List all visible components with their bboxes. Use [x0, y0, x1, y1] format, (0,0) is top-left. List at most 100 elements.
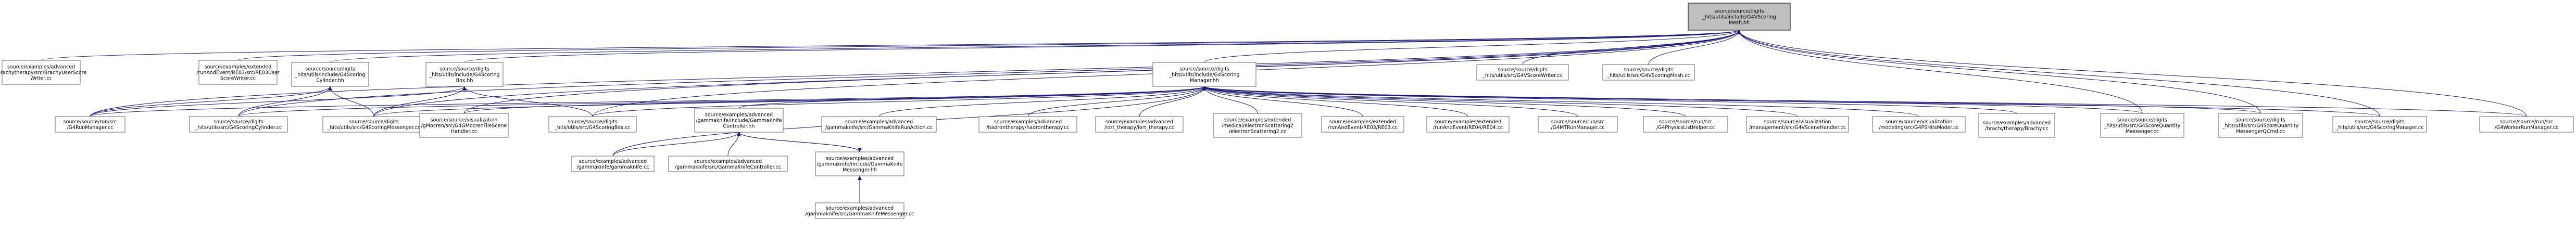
node-box — [1538, 116, 1618, 133]
node-n6[interactable]: source/source/digits_hits/utils/src/G4VS… — [1476, 64, 1569, 81]
node-label-line: /gammaknife/include/GammaKnife — [696, 118, 782, 124]
node-n23[interactable]: source/source/visualization/modeling/src… — [1872, 116, 1966, 133]
node-label-line: ScoreWriter.cc — [220, 76, 256, 82]
node-label-line: source/source/visualization — [1886, 119, 1953, 125]
edge-n25-to-root — [1737, 30, 2143, 114]
node-n27[interactable]: source/source/digits_hits/utils/src/G4Sc… — [2332, 116, 2427, 133]
node-label-line: source/source/digits — [349, 119, 399, 125]
node-label-line: source/source/visualization — [1764, 119, 1831, 125]
node-n18[interactable]: source/examples/extended/runAndEvent/RE0… — [1321, 116, 1404, 133]
node-n15[interactable]: source/examples/advanced/hadrontherapy/h… — [978, 116, 1077, 133]
node-label-line: /modeling/src/G4PSHitsModel.cc — [1879, 125, 1958, 131]
edge-n14-to-n5 — [878, 86, 1207, 117]
node-box — [1643, 116, 1728, 133]
node-root-file[interactable]: source/source/digits_hits/utils/include/… — [1688, 3, 1791, 31]
edge-n5-to-root — [1204, 30, 1741, 63]
node-label-line: /electronScattering2.cc — [1229, 129, 1286, 135]
node-label-line: source/examples/advanced — [7, 65, 75, 70]
node-label-line: /hadrontherapy/hadrontherapy.cc — [986, 125, 1069, 131]
node-box — [2100, 113, 2184, 138]
node-n12[interactable]: source/source/digits_hits/utils/src/G4Sc… — [548, 116, 637, 133]
node-label-line: source/source/digits — [568, 119, 618, 125]
node-label-line: _hits/utils/include/G4VScoring — [1702, 15, 1776, 20]
node-box — [815, 151, 904, 176]
edge-n16-to-n5 — [1139, 86, 1207, 117]
node-n9[interactable]: source/source/digits_hits/utils/src/G4Sc… — [189, 116, 288, 133]
node-label-line: _hits/utils/src/G4ScoreQuantity — [2104, 123, 2181, 129]
node-n22[interactable]: source/source/visualization/management/s… — [1746, 116, 1849, 133]
edge-n12-to-n4 — [462, 86, 593, 117]
node-n8[interactable]: source/source/run/src/G4RunManager.cc — [55, 116, 125, 133]
node-label-line: /brachytherapy/Brachy.cc — [1985, 126, 2048, 132]
node-box — [821, 116, 937, 133]
node-n19[interactable]: source/examples/extended/runAndEvent/RE0… — [1426, 116, 1510, 133]
node-label-line: /G4RunManager.cc — [67, 125, 113, 131]
node-label-line: Mesh.hh — [1729, 20, 1750, 26]
edge-n10-to-n5 — [373, 86, 1207, 117]
edge-n13-to-n5 — [738, 86, 1207, 109]
node-n2[interactable]: source/examples/extended/runAndEvent/RE0… — [196, 60, 280, 85]
node-label-line: Messenger.hh — [843, 168, 877, 173]
node-n3[interactable]: source/source/digits_hits/utils/include/… — [291, 62, 369, 87]
node-box — [668, 156, 788, 172]
node-label-line: source/source/digits — [2235, 118, 2285, 123]
node-n16[interactable]: source/examples/advanced/iort_therapy/io… — [1095, 116, 1184, 133]
node-label-line: /gMocren/src/G4GMocrenFileScene — [421, 123, 507, 129]
edge-n26-to-root — [1737, 30, 2261, 114]
node-label-line: source/examples/advanced — [579, 159, 647, 164]
node-label-line: source/source/digits — [305, 67, 355, 72]
node-n20[interactable]: source/source/run/src/G4MTRunManager.cc — [1538, 116, 1618, 133]
node-label-line: _hits/utils/src/G4ScoringManager.cc — [2335, 125, 2424, 131]
node-box — [2479, 116, 2574, 133]
edge-n8-to-root — [90, 30, 1741, 117]
edge-n23-to-n5 — [1202, 86, 1919, 117]
node-label-line: source/source/digits — [213, 119, 263, 125]
node-label-line: source/source/run/src — [1659, 119, 1713, 125]
node-n7[interactable]: source/source/digits_hits/utils/src/G4VS… — [1602, 64, 1695, 81]
edge-n20-to-n5 — [1202, 86, 1578, 117]
node-n5[interactable]: source/source/digits_hits/utils/include/… — [1152, 62, 1256, 87]
node-n17[interactable]: source/examples/extended/medical/electro… — [1213, 113, 1302, 138]
node-n13[interactable]: source/examples/advanced/gammaknife/incl… — [694, 108, 784, 133]
node-n21[interactable]: source/source/run/src/G4PhysicsListHelpe… — [1643, 116, 1728, 133]
node-label-line: source/examples/advanced — [705, 112, 773, 118]
node-n26[interactable]: source/source/digits_hits/utils/src/G4Sc… — [2218, 113, 2303, 138]
edge-n15-to-n5 — [1027, 86, 1207, 117]
node-box — [1978, 113, 2055, 138]
edge-n18-to-n5 — [1202, 86, 1363, 117]
node-n24[interactable]: source/examples/advanced/brachytherapy/B… — [1978, 113, 2055, 138]
node-label-line: /runAndEvent/RE03/RE03.cc — [1328, 125, 1398, 131]
edge-n19-to-n5 — [1202, 86, 1468, 117]
node-label-line: Cylinder.hh — [316, 78, 344, 84]
node-n11[interactable]: source/source/visualization/gMocren/src/… — [419, 113, 509, 138]
node-label-line: /medical/electronScattering2 — [1222, 123, 1293, 129]
node-label-line: source/source/digits — [439, 67, 489, 72]
node-n29[interactable]: source/examples/advanced/gammaknife/gamm… — [571, 156, 655, 172]
edge-n24-to-n5 — [1202, 86, 2017, 114]
node-box — [1746, 116, 1849, 133]
node-n31[interactable]: source/examples/advanced/gammaknife/incl… — [815, 151, 904, 176]
node-label-line: source/examples/advanced — [1105, 119, 1173, 125]
edge-n11-to-root — [463, 30, 1741, 114]
node-label-line: _hits/utils/src/G4VScoringMesh.cc — [1606, 73, 1690, 79]
node-label-line: _hits/utils/src/G4ScoreQuantity — [2222, 123, 2299, 129]
node-n32[interactable]: source/examples/advanced/gammaknife/src/… — [806, 202, 914, 219]
node-n10[interactable]: source/source/digits_hits/utils/src/G4Sc… — [322, 116, 425, 133]
node-label-line: /G4MTRunManager.cc — [1551, 125, 1604, 131]
node-label-line: /runAndEvent/RE04/RE04.cc — [1433, 125, 1503, 131]
node-n30[interactable]: source/examples/advanced/gammaknife/src/… — [668, 156, 788, 172]
node-n4[interactable]: source/source/digits_hits/utils/include/… — [425, 62, 504, 87]
node-box — [694, 108, 784, 133]
node-n14[interactable]: source/examples/advanced/gammaknife/src/… — [821, 116, 937, 133]
node-label-line: /gammaknife/src/GammaKnifeMessenger.cc — [806, 211, 914, 217]
node-n28[interactable]: source/source/run/src/G4WorkerRunManager… — [2479, 116, 2574, 133]
node-label-line: source/examples/advanced — [994, 119, 1062, 125]
node-n1[interactable]: source/examples/advanced/brachytherapy/s… — [0, 60, 86, 85]
node-label-line: Writer.cc — [30, 76, 52, 82]
edge-n27-to-n5 — [1202, 86, 2380, 117]
node-box — [1602, 64, 1695, 81]
node-n25[interactable]: source/source/digits_hits/utils/src/G4Sc… — [2100, 113, 2184, 138]
edges-layer — [41, 30, 2527, 203]
node-box — [1426, 116, 1510, 133]
